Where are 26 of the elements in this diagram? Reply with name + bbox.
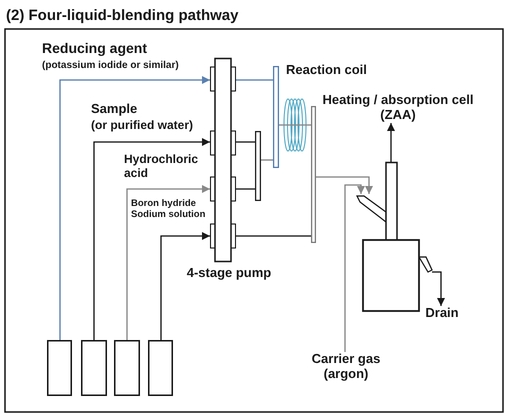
flow-line [344, 184, 365, 352]
flow-line [59, 76, 210, 340]
flow-line [316, 176, 373, 194]
flow-line [93, 138, 210, 340]
input-label: Hydrochloric acid [124, 153, 200, 181]
flow-line [236, 141, 255, 143]
flow-line [236, 79, 273, 81]
node-label: Carrier gas (argon) [300, 352, 392, 382]
flow-line [261, 159, 273, 161]
flow-line [432, 271, 445, 306]
node-label: Drain [420, 306, 464, 321]
part-label: Reaction coil [286, 63, 368, 78]
flow-line [387, 123, 395, 162]
flow-line [236, 188, 255, 190]
input-label: Sample [91, 102, 138, 117]
flow-line [160, 232, 210, 340]
flow-line [236, 235, 311, 237]
flow-line [126, 185, 210, 340]
flow-line [279, 124, 311, 126]
part-label: 4-stage pump [186, 266, 272, 281]
input-label: Boron hydride Sodium solution [131, 199, 206, 221]
diagram-title: (2) Four-liquid-blending pathway [6, 7, 238, 24]
input-label: (potassium iodide or similar) [42, 60, 180, 72]
input-label: Reducing agent [42, 40, 148, 56]
node-label: Heating / absorption cell (ZAA) [318, 93, 478, 123]
input-label: (or purified water) [91, 119, 194, 133]
